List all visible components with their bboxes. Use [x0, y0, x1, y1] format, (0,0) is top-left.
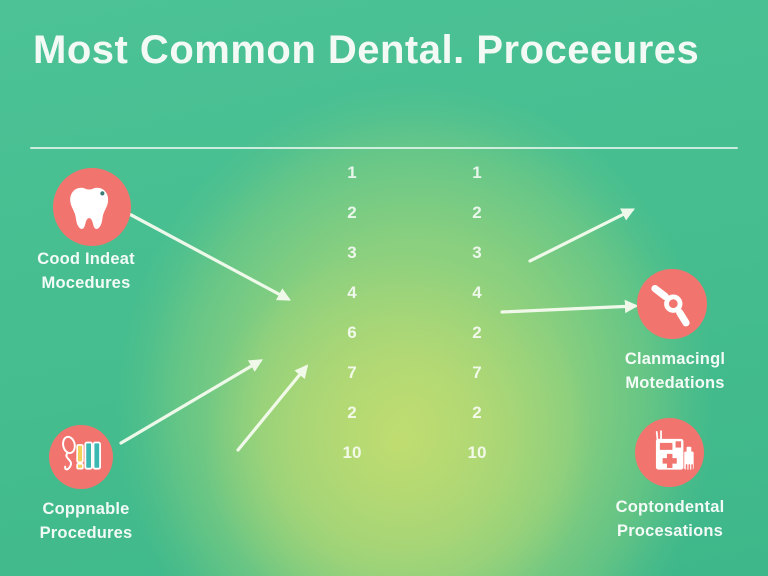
number-cell: 7 — [347, 363, 357, 382]
node-label-line: Procedures — [39, 523, 133, 542]
number-cell: 3 — [347, 243, 357, 262]
node-label-line: Cood Indeat — [37, 250, 135, 268]
number-cell: 2 — [347, 203, 357, 222]
title-divider — [30, 147, 738, 149]
page-title: Most Common Dental. Proceeures — [33, 28, 700, 72]
first-aid-kit-icon — [635, 418, 704, 487]
dental-tool-icon — [637, 269, 707, 339]
number-cell: 2 — [472, 323, 482, 342]
number-cell: 4 — [472, 283, 482, 302]
number-column-right: 1 2 3 4 2 7 2 10 — [455, 153, 499, 473]
node-label-line: Clanmacingl — [624, 350, 726, 368]
number-cell: 4 — [347, 283, 357, 302]
number-cell: 7 — [472, 363, 482, 382]
node-label-line: Mocedures — [41, 273, 131, 292]
arrow-center-to-top-right — [528, 208, 636, 263]
number-column-left: 1 2 3 4 6 7 2 10 — [330, 153, 374, 473]
number-cell: 1 — [347, 163, 357, 182]
number-cell: 3 — [472, 243, 482, 262]
node-label-line: Motedations — [625, 373, 725, 392]
number-cell: 1 — [472, 163, 482, 182]
arrow-center-left-up — [236, 364, 309, 452]
node-label-top-left: Cood Indeat Mocedures — [22, 248, 150, 296]
node-label-line: Procesations — [616, 521, 724, 540]
tooth-icon — [53, 168, 131, 246]
node-label-bottom-right: Coptondental Procesations — [603, 496, 737, 544]
number-cell: 6 — [347, 323, 357, 342]
number-cell: 10 — [467, 443, 487, 462]
node-label-line: Coptondental — [615, 498, 725, 516]
toothbrush-icon — [49, 425, 113, 489]
number-cell: 2 — [347, 403, 357, 422]
node-label-line: Coppnable — [42, 500, 130, 518]
node-label-middle-right: Clanmacingl Motedations — [608, 348, 742, 396]
number-cell: 10 — [342, 443, 362, 462]
number-cell: 2 — [472, 403, 482, 422]
arrow-center-to-middle-right — [500, 299, 639, 314]
number-cell: 2 — [472, 203, 482, 222]
node-label-bottom-left: Coppnable Procedures — [22, 498, 150, 546]
arrow-bottom-left-to-center — [119, 359, 263, 445]
